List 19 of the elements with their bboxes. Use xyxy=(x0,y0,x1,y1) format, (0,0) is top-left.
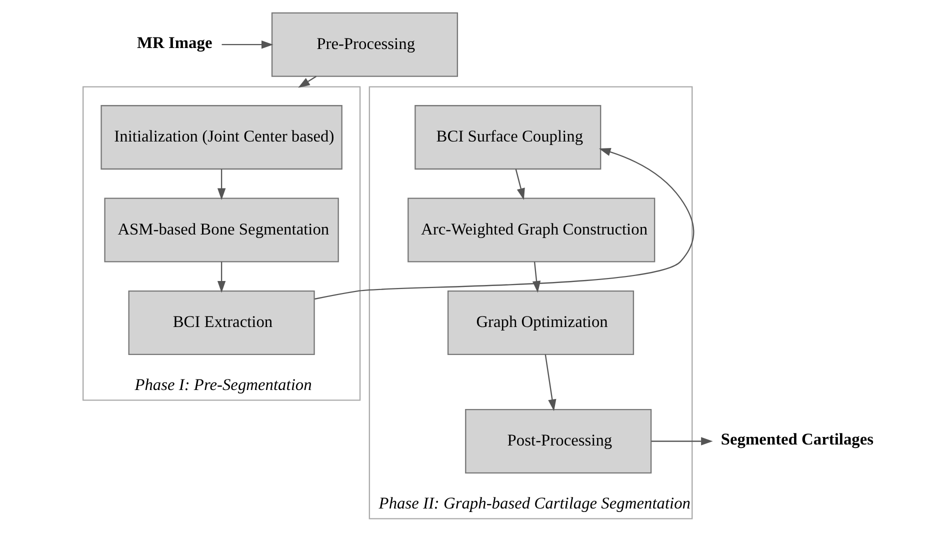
node-text: Segmented Cartilages xyxy=(720,429,874,448)
arrow xyxy=(532,262,540,293)
node-box: Arc-Weighted Graph Construction xyxy=(407,198,655,262)
node-box: ASM-based Bone Segmentation xyxy=(104,198,338,262)
node-box: BCI Surface Coupling xyxy=(414,105,601,170)
node-text: MR Image xyxy=(136,32,212,52)
arrow xyxy=(314,148,694,300)
arrow xyxy=(216,262,226,293)
node-box: Initialization (Joint Center based) xyxy=(100,105,342,170)
arrow xyxy=(514,168,524,200)
node-box: Pre-Processing xyxy=(270,12,458,77)
arrow xyxy=(544,354,556,412)
node-box: BCI Extraction xyxy=(128,290,314,355)
node-box: Graph Optimization xyxy=(446,290,634,355)
arrow xyxy=(298,76,316,88)
arrow xyxy=(221,40,273,49)
arrow xyxy=(216,169,226,200)
arrow xyxy=(650,437,712,446)
node-box: Post-Processing xyxy=(464,408,652,474)
